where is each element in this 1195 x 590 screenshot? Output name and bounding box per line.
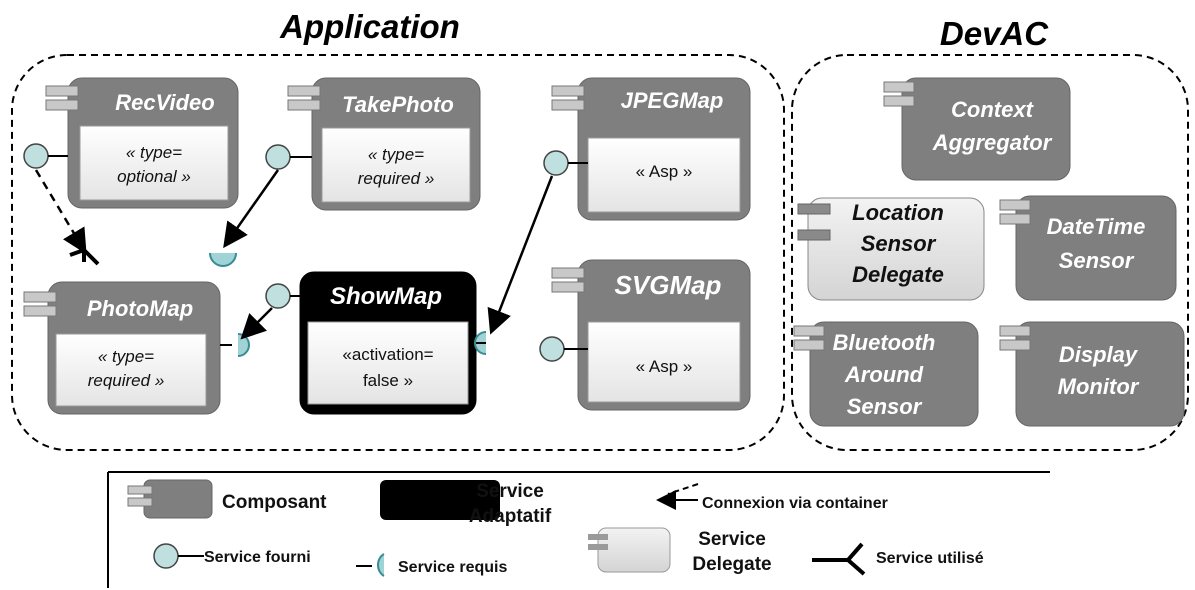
jpegmap-component[interactable]: JPEGMap « Asp » [551,77,751,221]
datetime-sensor-line1: DateTime [1047,214,1146,239]
application-title: Application [279,8,460,45]
location-sensor-delegate-line3: Delegate [852,262,944,287]
service-used-fork-icon [69,247,100,266]
svgmap-component[interactable]: SVGMap « Asp » [551,259,751,411]
legend-service-requis-label: Service requis [398,559,508,576]
datetime-sensor-component[interactable]: DateTime Sensor [999,195,1177,301]
photomap-stereotype-line1: « type= [98,347,154,366]
datetime-sensor-line2: Sensor [1059,248,1135,273]
location-sensor-delegate-component[interactable]: Location Sensor Delegate [797,197,985,301]
legend-dashed-arrow-icon [667,483,699,495]
recvideo-provided-service-icon [23,143,49,169]
legend-component-icon [143,479,213,519]
legend-required-service-icon [377,553,385,577]
application-container [11,54,785,451]
legend-service-adaptatif-line1: Service [476,481,544,502]
legend: Composant Service Adaptatif Connexion vi… [107,471,1050,588]
legend-provided-service-icon [153,543,179,569]
legend-service-used-icon [812,542,866,576]
photomap-name: PhotoMap [87,296,193,321]
bluetooth-around-sensor-line1: Bluetooth [833,330,936,355]
display-monitor-component[interactable]: Display Monitor [999,321,1185,427]
takephoto-stereotype-line1: « type= [368,145,424,164]
recvideo-name: RecVideo [115,90,214,115]
context-aggregator-line1: Context [951,97,1035,122]
bluetooth-around-sensor-line2: Around [844,362,924,387]
showmap-provided-service-icon [265,283,291,309]
legend-adaptive-service-icon [380,480,500,520]
recvideo-stereotype-line2: optional » [117,167,191,186]
context-aggregator-line2: Aggregator [932,130,1053,155]
photomap-required-socket-icon [209,252,237,267]
showmap-name: ShowMap [330,283,442,310]
display-monitor-line2: Monitor [1058,374,1140,399]
showmap-stereotype-line2: false » [363,371,413,390]
devac-title: DevAC [940,15,1049,52]
legend-delegate-service-icon [597,527,671,573]
location-sensor-delegate-line2: Sensor [861,231,937,256]
location-sensor-delegate-line1: Location [852,200,944,225]
showmap-stereotype-line1: «activation= [342,345,433,364]
legend-service-fourni-label: Service fourni [204,549,311,566]
takephoto-component[interactable]: TakePhoto « type= required » [287,77,481,211]
takephoto-stereotype-line2: required » [358,169,435,188]
photomap-component[interactable]: PhotoMap « type= required » [23,281,221,415]
context-aggregator-component[interactable]: Context Aggregator [883,77,1071,181]
recvideo-stereotype-line1: « type= [126,143,182,162]
svgmap-name: SVGMap [615,270,722,300]
svgmap-provided-service-icon [539,336,565,362]
bluetooth-around-sensor-line3: Sensor [847,394,923,419]
legend-service-delegate-line2: Delegate [692,554,771,575]
recvideo-component[interactable]: RecVideo « type= optional » [45,77,239,209]
legend-composant-label: Composant [222,492,327,513]
legend-connexion-label: Connexion via container [702,495,888,512]
jpegmap-stereotype: « Asp » [636,162,693,181]
display-monitor-line1: Display [1059,342,1139,367]
svgmap-stereotype: « Asp » [636,357,693,376]
legend-service-adaptatif-line2: Adaptatif [469,506,552,527]
jpegmap-provided-service-icon [543,150,569,176]
legend-service-delegate-line1: Service [698,529,766,550]
photomap-stereotype-line2: required » [88,371,165,390]
jpegmap-name: JPEGMap [621,88,724,113]
legend-service-utilise-label: Service utilisé [876,550,984,567]
showmap-component[interactable]: ShowMap «activation= false » [299,271,477,415]
takephoto-name: TakePhoto [342,92,454,117]
bluetooth-around-sensor-component[interactable]: Bluetooth Around Sensor [793,321,979,427]
takephoto-provided-service-icon [265,144,291,170]
photomap-required-socket-2-icon [237,333,250,357]
